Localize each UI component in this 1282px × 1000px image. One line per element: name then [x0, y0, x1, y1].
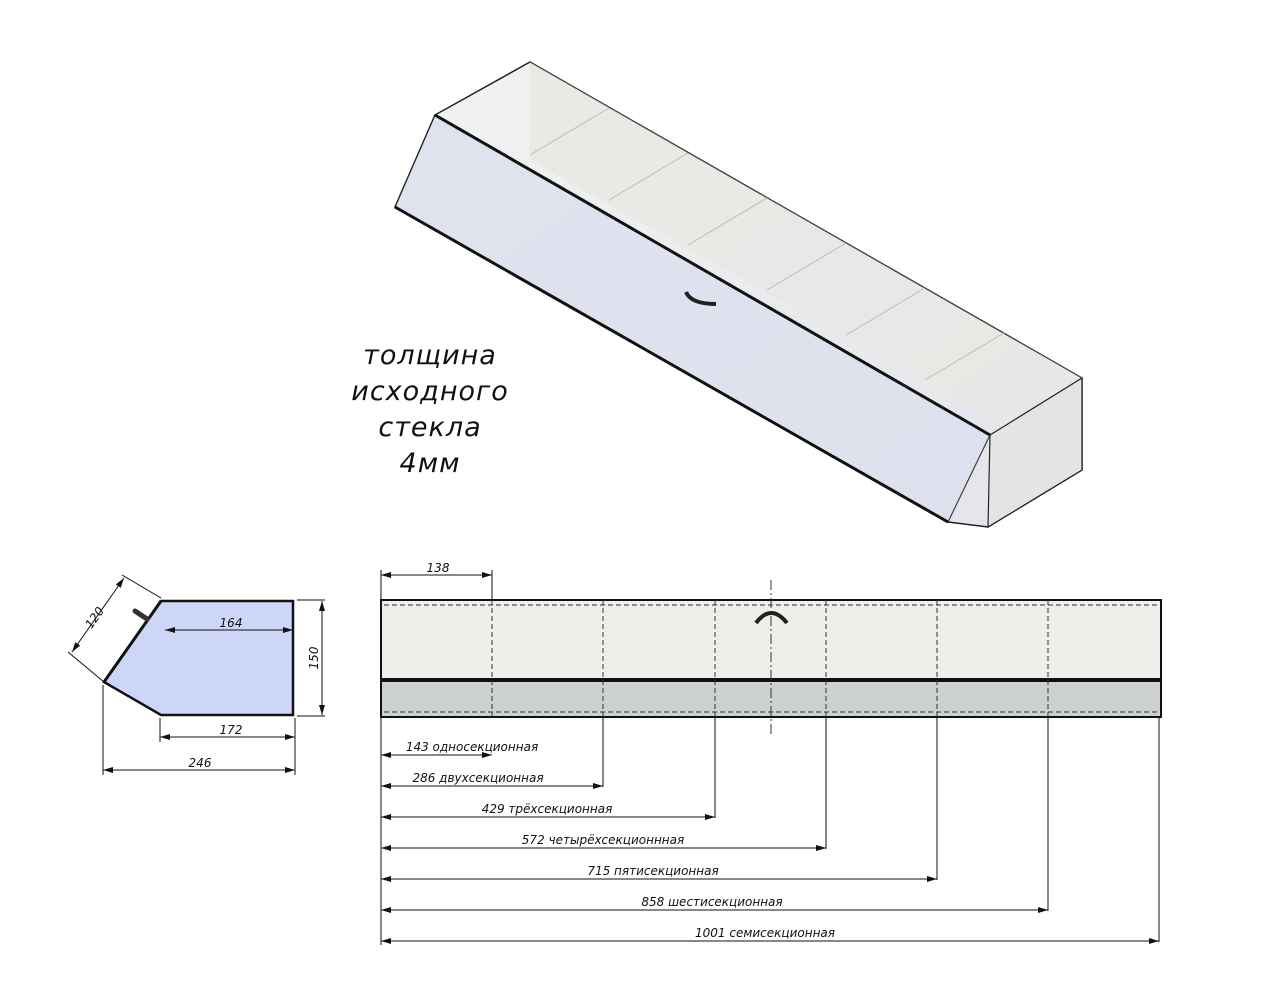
dim-bottom: 172: [220, 723, 243, 737]
dimension-label: 572 четырёхсекционнная: [522, 833, 684, 847]
dimension-label: 715 пятисекционная: [587, 864, 718, 878]
iso-back-panel: [530, 62, 1082, 470]
front-handle-icon: [754, 611, 789, 625]
dimension-label: 143 односекционная: [406, 740, 538, 754]
length-dimensions: 143 односекционная 286 двухсекционная 429 …: [381, 740, 1159, 944]
front-view: 138 143 односекционная 286 двухсекционная…: [380, 561, 1162, 945]
glass-thickness-note: толщина исходного стекла 4мм: [330, 338, 530, 482]
note-line: толщина: [363, 340, 497, 371]
dim-inner-top: 164: [220, 616, 243, 630]
side-view: 120 164 150 172 246: [67, 574, 325, 775]
dim-section-width: 138: [427, 561, 450, 575]
note-line: 4мм: [399, 448, 461, 479]
dim-slant: 120: [82, 604, 107, 631]
dimension-label: 858 шестисекционная: [641, 895, 782, 909]
dimension-label: 286 двухсекционная: [412, 771, 543, 785]
note-line: исходного: [351, 376, 509, 407]
dim-overall-width: 246: [189, 756, 212, 770]
dimension-label: 1001 семисекционная: [695, 926, 835, 940]
iso-end-face: [987, 376, 1083, 529]
dim-height: 150: [307, 646, 321, 669]
iso-handle-icon: [684, 291, 717, 306]
note-line: стекла: [378, 412, 482, 443]
isometric-view: [394, 61, 1083, 529]
dimension-label: 429 трёхсекционная: [482, 802, 613, 816]
